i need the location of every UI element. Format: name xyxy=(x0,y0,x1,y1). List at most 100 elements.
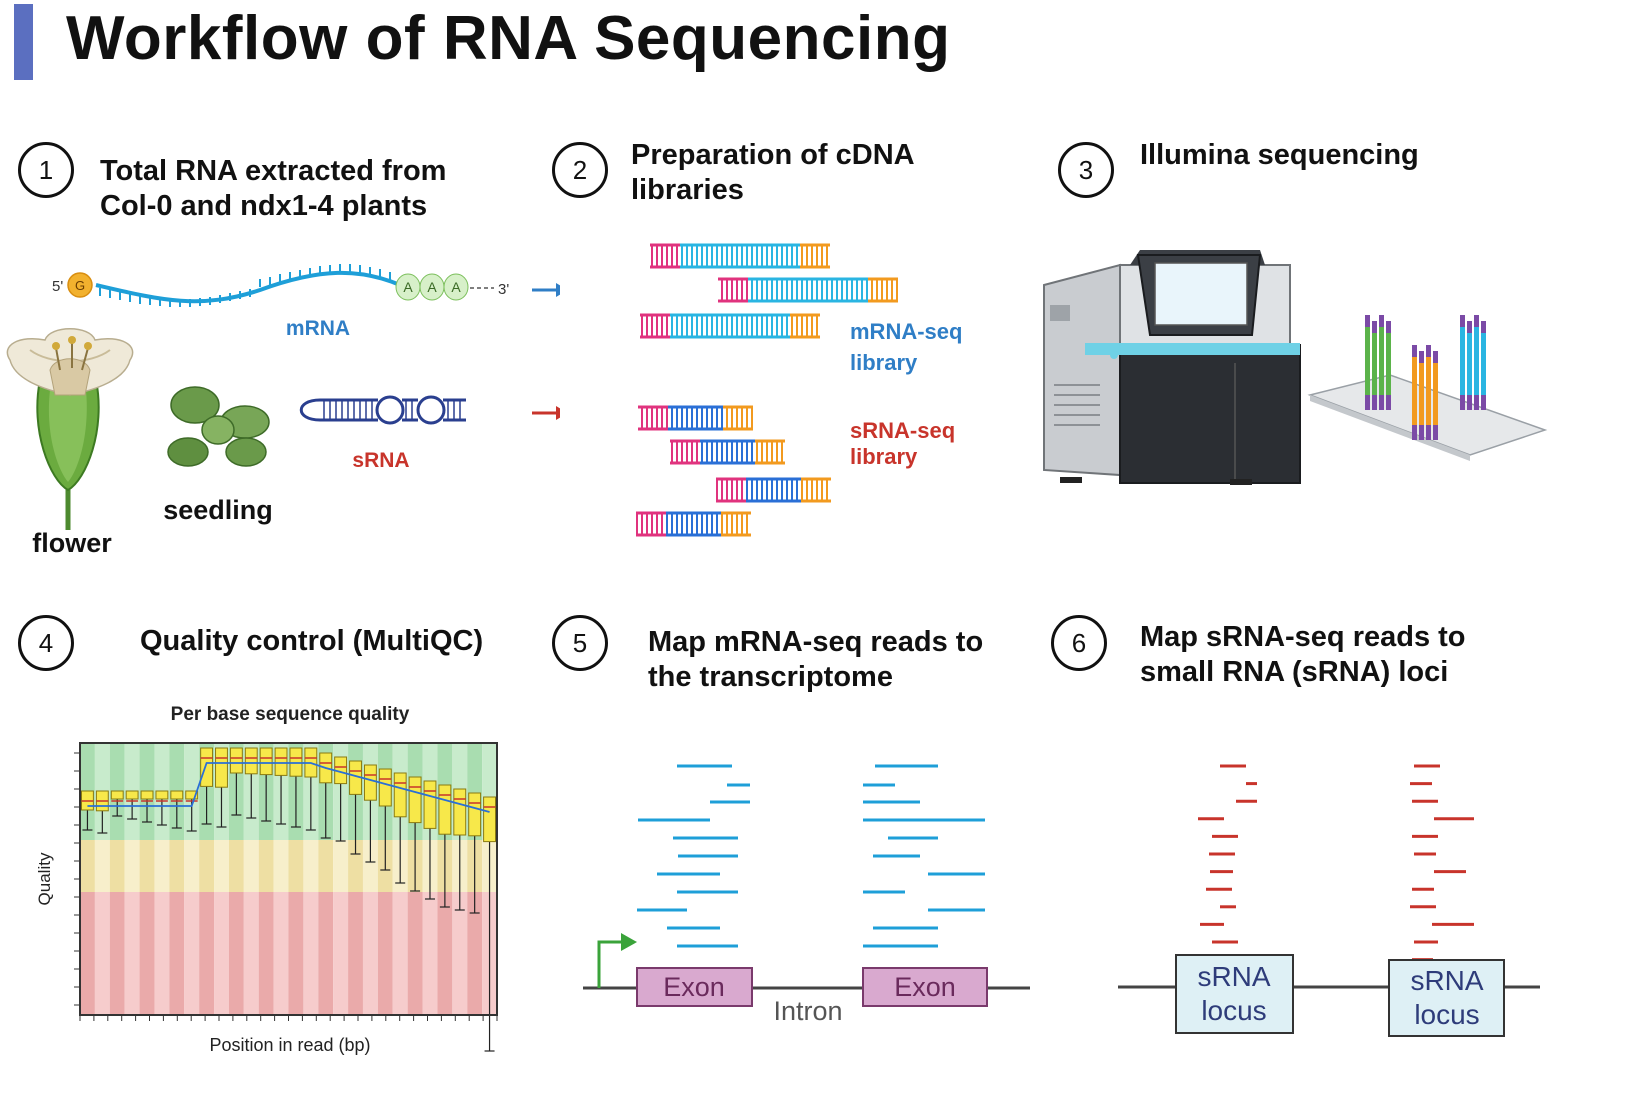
qc-band-ok xyxy=(243,840,259,892)
step-5-number: 5 xyxy=(552,615,608,671)
qc-band-ok xyxy=(348,840,363,892)
qc-box xyxy=(363,764,377,863)
qc-band-poor xyxy=(303,892,319,1015)
qc-plot-title: Per base sequence quality xyxy=(171,704,410,725)
qc-band-ok xyxy=(273,840,289,892)
qc-band-poor xyxy=(139,892,155,1015)
qc-box xyxy=(215,747,228,828)
srna-locus-1 xyxy=(1175,954,1294,1034)
exon-2 xyxy=(862,967,988,1007)
panel-6-srna-loci: sRNA locus sRNA locus xyxy=(1118,764,1540,1037)
polya-a2: A xyxy=(427,279,437,295)
qc-band-poor xyxy=(184,892,200,1015)
qc-box xyxy=(453,788,467,911)
qc-band-poor xyxy=(109,892,125,1015)
mrna-backbone xyxy=(95,270,401,304)
mrna-library-line1: mRNA-seq xyxy=(850,319,962,344)
qc-band-ok xyxy=(80,840,95,892)
qc-band-poor xyxy=(288,892,304,1015)
intron-label: Intron xyxy=(773,996,842,1026)
qc-box xyxy=(81,790,94,831)
srna-locus-1-line2: locus xyxy=(1201,995,1266,1026)
flower-icon xyxy=(6,328,134,530)
qc-band-poor xyxy=(437,892,453,1015)
flower-label: flower xyxy=(32,528,112,558)
exon-1-label: Exon xyxy=(663,972,725,1002)
library-fragment xyxy=(650,243,830,269)
qc-band-poor xyxy=(377,892,393,1015)
qc-plot-ylabel: Quality xyxy=(35,852,54,905)
seedling-label: seedling xyxy=(163,495,273,525)
qc-band-ok xyxy=(124,840,140,892)
library-fragment xyxy=(716,477,831,503)
qc-box xyxy=(229,747,243,816)
sequencer-icon xyxy=(1043,250,1301,485)
qc-band-poor xyxy=(94,892,110,1015)
tss-arrow-icon xyxy=(597,933,637,988)
qc-mean-line xyxy=(87,762,490,813)
qc-box xyxy=(408,776,422,892)
qc-band-ok xyxy=(214,840,229,892)
qc-band-poor xyxy=(169,892,185,1015)
qc-plot-ticks xyxy=(74,752,498,1021)
srna-arrow xyxy=(532,406,560,420)
qc-band-poor xyxy=(243,892,259,1015)
qc-band-ok xyxy=(288,840,304,892)
srna-label: sRNA xyxy=(352,449,409,472)
qc-plot-boxes xyxy=(81,747,497,1052)
qc-box xyxy=(468,792,482,914)
library-fragment xyxy=(636,511,751,537)
step-3-number: 3 xyxy=(1058,142,1114,198)
srna-locus-2-line1: sRNA xyxy=(1410,965,1483,996)
seedling-icon xyxy=(167,386,270,467)
library-fragment xyxy=(640,313,820,339)
qc-band-ok xyxy=(109,840,125,892)
qc-band-poor xyxy=(348,892,363,1015)
qc-box xyxy=(274,747,288,825)
qc-band-ok xyxy=(169,840,185,892)
step-5-title: Map mRNA-seq reads to the transcriptome xyxy=(648,625,983,695)
qc-box xyxy=(95,790,109,834)
step-5-line1: Map mRNA-seq reads to xyxy=(648,626,984,658)
library-fragment xyxy=(670,439,785,465)
cluster xyxy=(1365,315,1391,410)
srna-locus-2-line2: locus xyxy=(1414,999,1479,1030)
mrna-label: mRNA xyxy=(286,317,350,340)
title-accent-bar xyxy=(14,4,33,80)
polya-a1: A xyxy=(403,279,413,295)
qc-band-poor xyxy=(362,892,378,1015)
library-fragment xyxy=(638,405,753,431)
qc-plot: Per base sequence quality Position in re… xyxy=(35,704,498,1055)
qc-band-poor xyxy=(392,892,408,1015)
page-title: Workflow of RNA Sequencing xyxy=(66,4,951,73)
qc-band-poor xyxy=(228,892,244,1015)
exon-2-label: Exon xyxy=(894,972,956,1002)
panel-5-mapping: Exon Exon Intron xyxy=(583,764,1030,1026)
mrna-arrow xyxy=(532,283,560,297)
panel-3-sequencer xyxy=(1043,250,1548,485)
three-prime-label: 3' xyxy=(498,281,509,298)
srna-locus-2 xyxy=(1388,959,1505,1037)
qc-band-poor xyxy=(333,892,349,1015)
qc-band-poor xyxy=(258,892,274,1015)
qc-band-poor xyxy=(214,892,229,1015)
qc-band-ok xyxy=(258,840,274,892)
qc-band-poor xyxy=(124,892,140,1015)
qc-box xyxy=(140,790,154,823)
qc-box xyxy=(185,790,199,832)
qc-band-ok xyxy=(154,840,170,892)
qc-box xyxy=(423,780,437,900)
qc-box xyxy=(438,784,452,908)
qc-box xyxy=(200,747,214,825)
qc-band-poor xyxy=(154,892,170,1015)
qc-box xyxy=(349,760,362,855)
qc-box xyxy=(393,772,407,884)
step-6-line2: small RNA (sRNA) loci xyxy=(1140,656,1449,688)
step-1-number: 1 xyxy=(18,142,74,198)
cap-icon xyxy=(67,272,93,298)
qc-band-ok xyxy=(139,840,155,892)
mrna-library-line2: library xyxy=(850,350,918,375)
library-fragments xyxy=(636,243,898,537)
qc-box xyxy=(289,747,303,828)
qc-band-ok xyxy=(94,840,110,892)
